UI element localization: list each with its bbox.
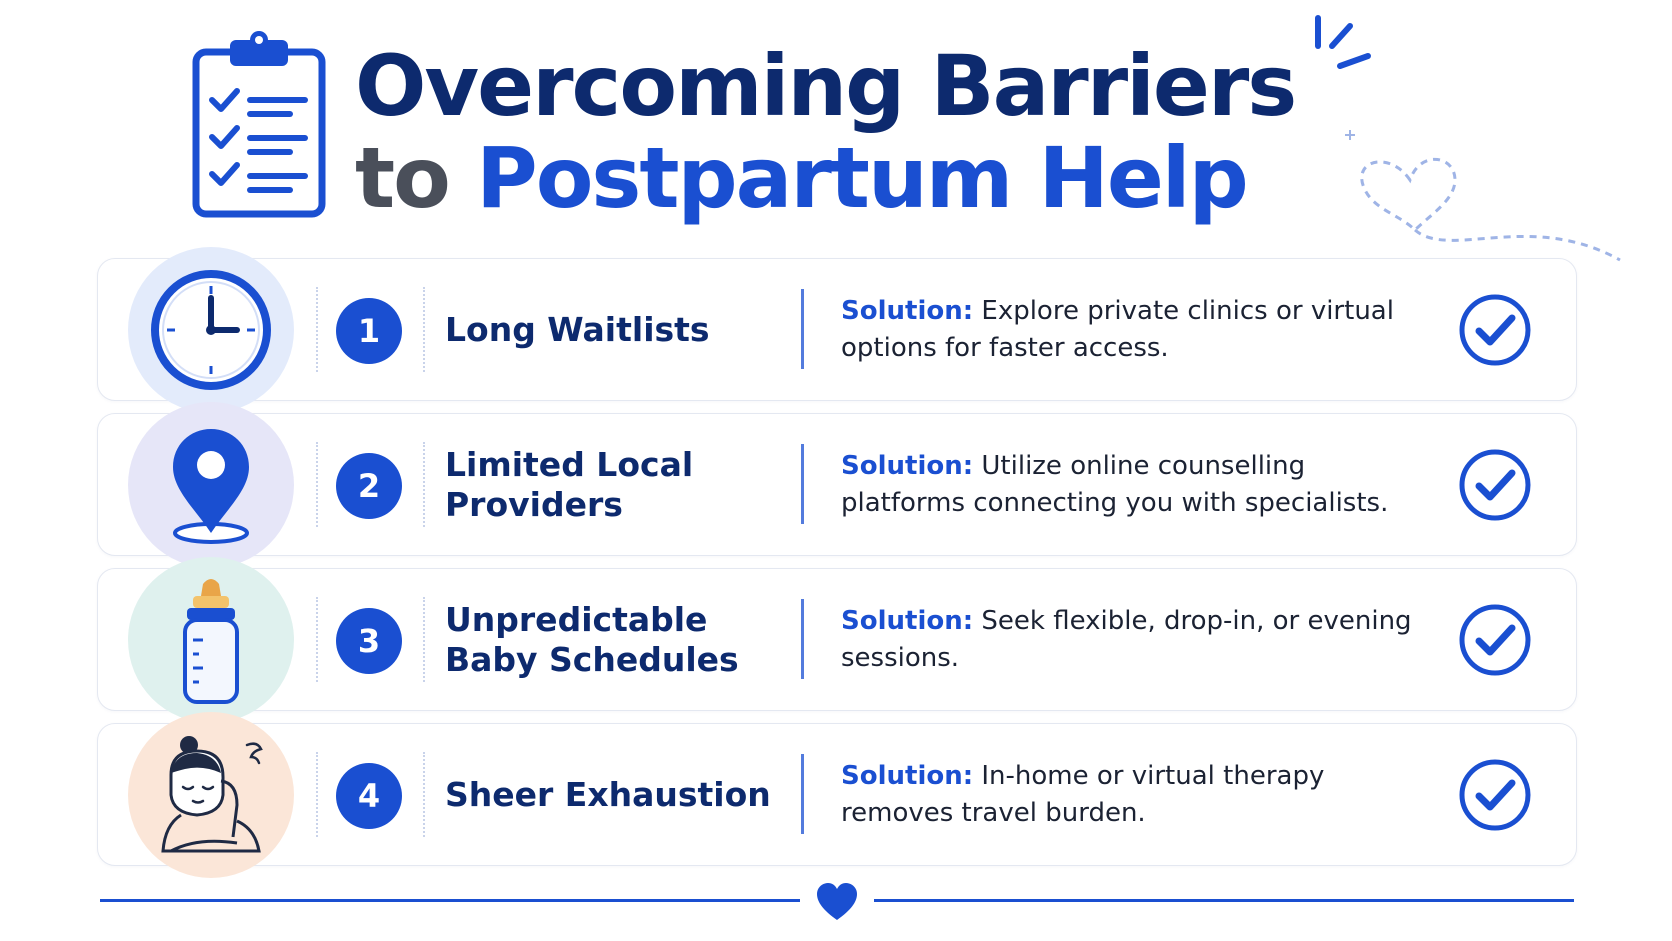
checkmark-circle-icon <box>1459 759 1531 831</box>
title-highlight: Postpartum Help <box>476 129 1249 227</box>
dotted-divider <box>316 287 318 372</box>
clock-icon <box>151 270 271 390</box>
solution-label: Solution: <box>841 760 974 791</box>
icon-badge <box>128 402 294 568</box>
page-title: Overcoming Barriers to Postpartum Help <box>355 37 1297 224</box>
solution-body: In-home or virtual therapy removes trave… <box>841 760 1325 828</box>
solution-label: Solution: <box>841 605 974 636</box>
barrier-row-3: 3 Unpredictable Baby Schedules Solution:… <box>97 557 1577 723</box>
step-number: 2 <box>336 453 402 519</box>
dotted-divider <box>423 442 425 527</box>
barrier-row-2: 2 Limited Local Providers Solution: Util… <box>97 402 1577 568</box>
barrier-title: Limited Local Providers <box>445 444 694 524</box>
step-number: 4 <box>336 763 402 829</box>
heart-icon <box>817 883 857 920</box>
icon-badge <box>128 247 294 413</box>
checkmark-circle-icon <box>1459 294 1531 366</box>
dotted-divider <box>423 287 425 372</box>
dotted-divider <box>423 752 425 837</box>
sparkle-decoration-icon <box>1315 15 1371 69</box>
header: Overcoming Barriers to Postpartum Help <box>0 0 1672 262</box>
dotted-divider <box>316 597 318 682</box>
title-prefix: to <box>355 129 451 227</box>
step-number: 1 <box>336 298 402 364</box>
vertical-divider <box>801 444 804 524</box>
step-number: 3 <box>336 608 402 674</box>
solution-label: Solution: <box>841 450 974 481</box>
checkmark-circle-icon <box>1459 604 1531 676</box>
dotted-divider <box>423 597 425 682</box>
clipboard-checklist-icon <box>192 31 326 218</box>
title-line-1: Overcoming Barriers <box>355 37 1297 135</box>
barrier-title: Long Waitlists <box>445 309 710 349</box>
vertical-divider <box>801 599 804 679</box>
icon-badge <box>128 712 294 878</box>
dashed-heart-decoration-icon <box>1345 130 1621 262</box>
solution-text: Solution: In-home or virtual therapy rem… <box>841 724 1431 865</box>
tired-mother-icon <box>161 736 263 853</box>
footer-divider-right <box>874 899 1574 902</box>
solution-text: Solution: Explore private clinics or vir… <box>841 259 1431 400</box>
footer-divider-left <box>100 899 800 902</box>
dotted-divider <box>316 442 318 527</box>
checkmark-circle-icon <box>1459 449 1531 521</box>
vertical-divider <box>801 754 804 834</box>
icon-badge <box>128 557 294 723</box>
solution-body: Utilize online counselling platforms con… <box>841 450 1389 518</box>
solution-body: Seek flexible, drop-in, or evening sessi… <box>841 605 1412 673</box>
barrier-title: Unpredictable Baby Schedules <box>445 599 739 679</box>
solution-text: Solution: Seek flexible, drop-in, or eve… <box>841 569 1431 710</box>
solution-label: Solution: <box>841 295 974 326</box>
barrier-row-4: 4 Sheer Exhaustion Solution: In-home or … <box>97 712 1577 878</box>
location-pin-icon <box>173 429 249 544</box>
barrier-title: Sheer Exhaustion <box>445 774 771 814</box>
vertical-divider <box>801 289 804 369</box>
baby-bottle-icon <box>183 579 239 704</box>
barrier-row-1: 1 Long Waitlists Solution: Explore priva… <box>97 247 1577 413</box>
solution-text: Solution: Utilize online counselling pla… <box>841 414 1431 555</box>
title-line-2: to Postpartum Help <box>355 132 1295 224</box>
dotted-divider <box>316 752 318 837</box>
solution-body: Explore private clinics or virtual optio… <box>841 295 1394 363</box>
